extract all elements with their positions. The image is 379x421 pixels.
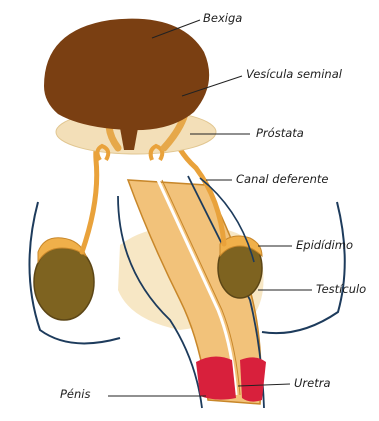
label-bexiga: Bexiga: [203, 11, 242, 25]
label-prostata: Próstata: [256, 126, 304, 140]
label-vesicula-seminal: Vesícula seminal: [246, 67, 343, 81]
label-testiculo: Testículo: [316, 282, 366, 296]
label-uretra: Uretra: [294, 376, 331, 390]
label-epididimo: Epidídimo: [296, 238, 353, 252]
ejaculatory-duct-left: [97, 146, 108, 160]
scrotum-outline-right: [262, 202, 345, 333]
bladder: [44, 19, 209, 131]
glans-left: [196, 356, 236, 399]
label-canal-deferente: Canal deferente: [236, 172, 328, 186]
label-penis: Pénis: [60, 387, 91, 401]
glans-right: [240, 357, 266, 401]
